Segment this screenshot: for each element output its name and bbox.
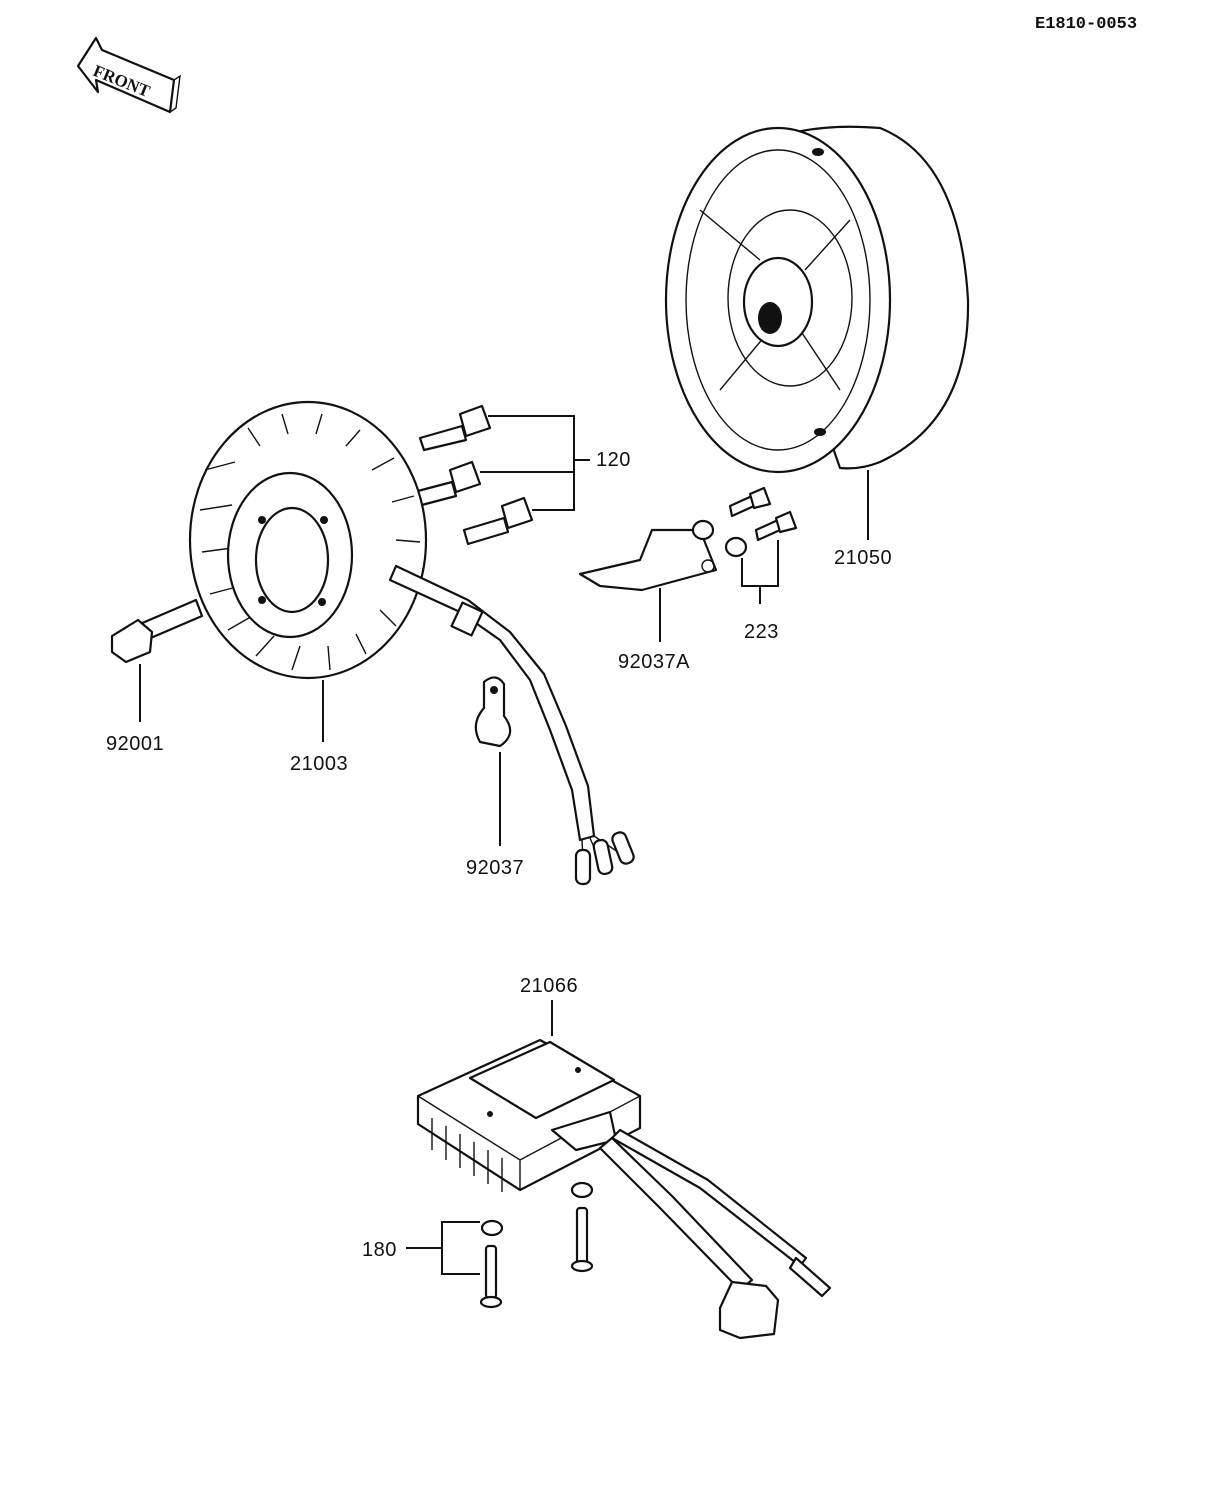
part-label-223: 223 [744,621,779,643]
part-label-21003: 21003 [290,753,348,775]
part-label-120: 120 [596,449,631,471]
bracket-180 [406,1221,480,1275]
bolt-92001 [110,598,204,664]
stator-wire-harness [388,564,635,886]
bolts-180 [479,1181,594,1309]
part-label-92001: 92001 [106,733,164,755]
regulator-21066 [416,1038,642,1192]
front-arrow-icon: FRONT [76,36,181,114]
plate-92037A [578,528,718,592]
stator-21003 [188,400,428,680]
part-label-21050: 21050 [834,547,892,569]
clamp-92037 [474,676,512,748]
part-label-21066: 21066 [520,975,578,997]
bracket-223 [741,540,779,604]
screws-223 [691,486,798,558]
regulator-harness [598,1128,832,1340]
part-label-92037: 92037 [466,857,524,879]
part-label-92037A: 92037A [618,651,690,673]
bracket-120 [480,415,590,511]
rotor-21050 [664,125,970,474]
bolts-120 [412,404,534,546]
drawing-code: E1810-0053 [1035,15,1137,34]
part-label-180: 180 [362,1239,397,1261]
